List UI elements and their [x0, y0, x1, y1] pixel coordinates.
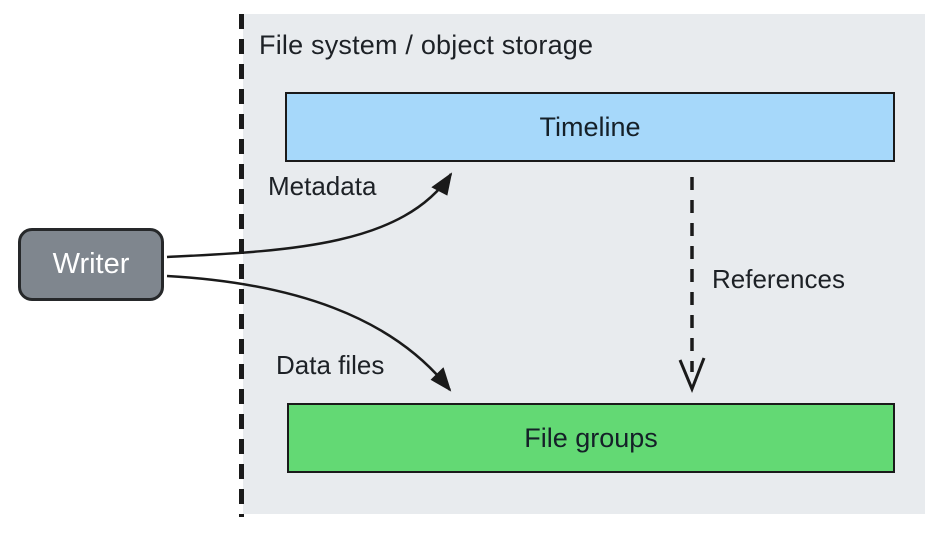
- data-files-edge-label: Data files: [276, 350, 385, 380]
- metadata-edge-label: Metadata: [268, 171, 377, 201]
- file-groups-node: File groups: [287, 403, 895, 473]
- timeline-node: Timeline: [285, 92, 895, 162]
- writer-node: Writer: [18, 228, 164, 301]
- writer-label: Writer: [52, 248, 130, 280]
- references-edge-label: References: [712, 264, 845, 294]
- storage-container-label: File system / object storage: [259, 30, 594, 60]
- file-groups-label: File groups: [524, 422, 658, 453]
- timeline-label: Timeline: [539, 111, 641, 142]
